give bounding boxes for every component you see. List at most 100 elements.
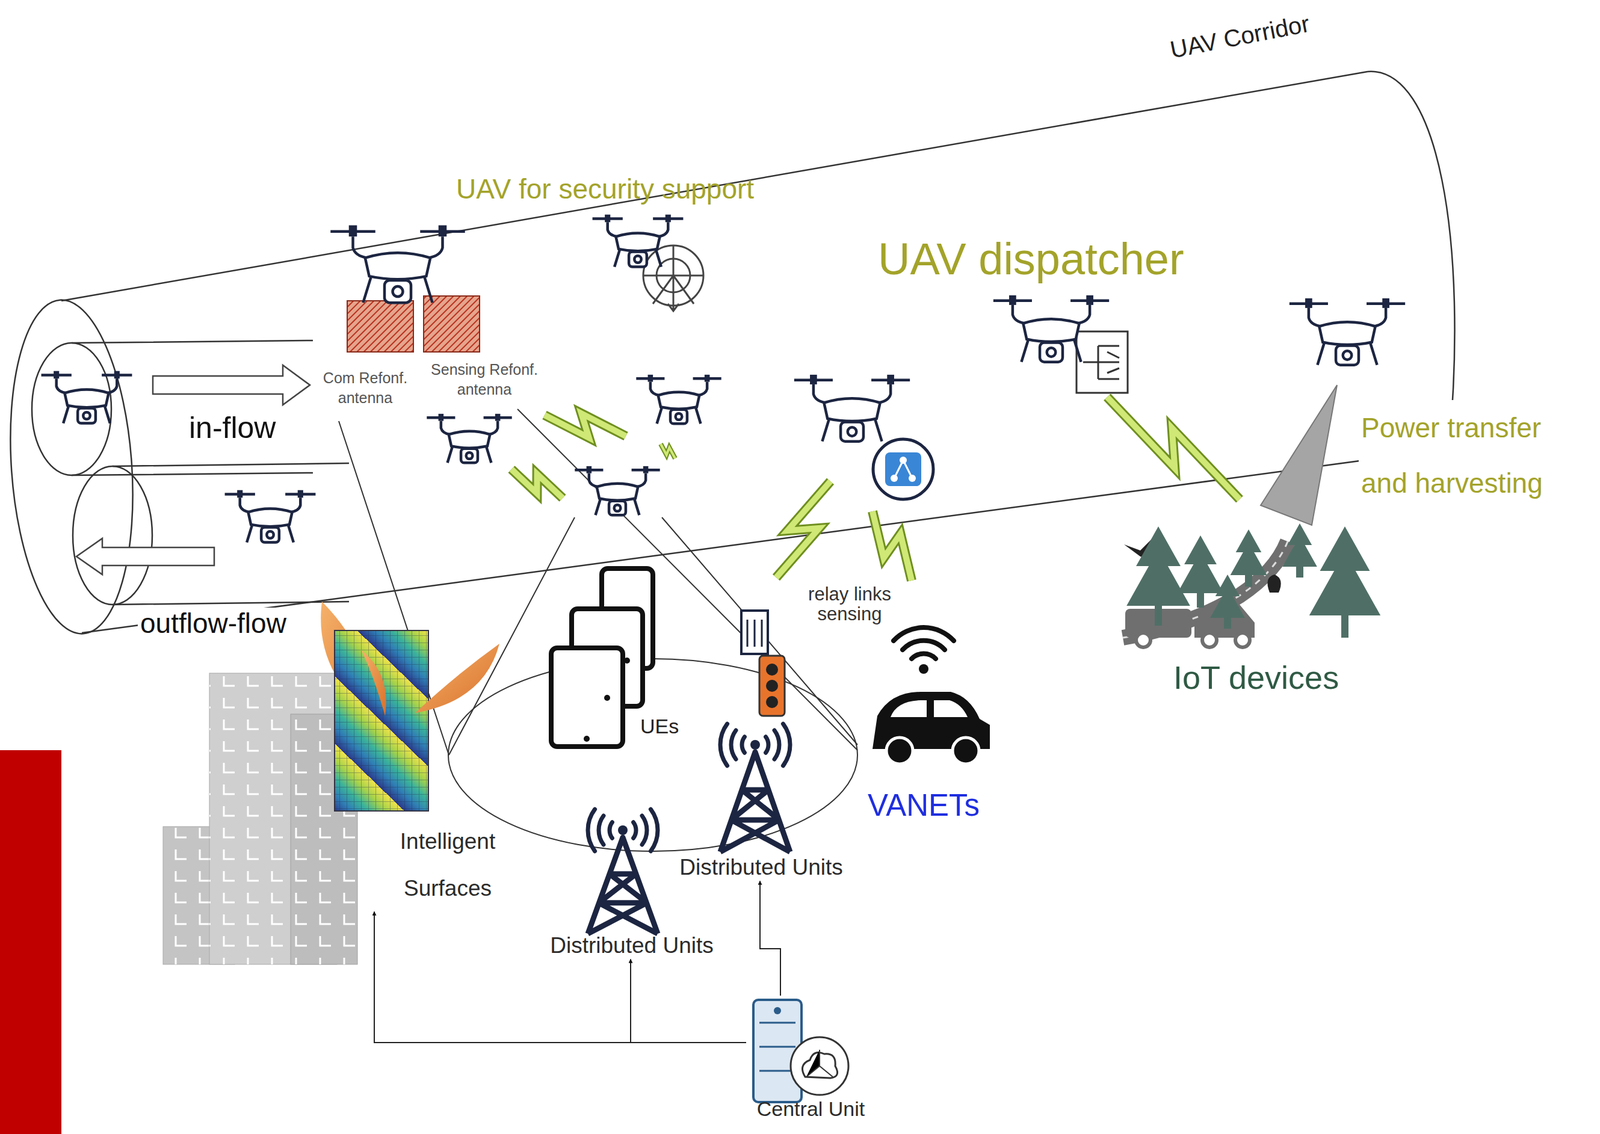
uav-icon (63, 405, 111, 424)
uav-icon (1343, 350, 1353, 360)
traffic-light-building (741, 610, 785, 717)
uav-icon (365, 252, 431, 280)
intelligent-surface-panel (320, 601, 500, 812)
node-label: Central Unit (746, 1098, 876, 1121)
city-buildings (163, 673, 358, 965)
security-reticle (643, 245, 704, 312)
uav-icon (658, 392, 700, 410)
vanet-car (886, 737, 913, 765)
uav-icon (634, 255, 641, 263)
uav-icon (1335, 345, 1359, 366)
uav-corridor-cylinder (61, 71, 1368, 301)
uav-icon (64, 389, 109, 408)
flow-tubes (31, 340, 350, 605)
uav-icon (614, 249, 662, 268)
sensing-antenna (423, 296, 480, 353)
uav-icon (586, 466, 593, 474)
diagram-label: Sensing Refonf. antenna (421, 359, 548, 399)
uav-icon (604, 214, 611, 223)
lightning-link (660, 444, 676, 459)
uav-icon (886, 374, 895, 385)
lightning-link (1107, 397, 1240, 500)
uav-icon (83, 412, 90, 419)
power-beam (1260, 385, 1338, 526)
flow-tubes (72, 466, 153, 605)
uav-icon (237, 490, 243, 499)
uav-icon (1039, 342, 1063, 363)
lightning-link (872, 511, 912, 581)
uav-icon (574, 466, 660, 516)
diagram-label: IoT devices (1173, 658, 1339, 697)
lightning-link (776, 481, 831, 578)
iot-scene (1235, 633, 1250, 648)
uav-icon (675, 413, 683, 421)
uav-icon (246, 524, 294, 543)
tree (1282, 523, 1318, 578)
cell-tower (720, 723, 791, 767)
diagram-label: Com Refonf. antenna (311, 368, 420, 408)
cell-tower (587, 809, 658, 852)
uav-icon (704, 374, 711, 383)
diagram-node: Intelligent Surfaces (334, 630, 516, 912)
uav-icon (460, 448, 478, 464)
uav-icon (615, 233, 660, 252)
diagram-label: Power transfer and harvesting (1358, 400, 1596, 511)
uav-icon (821, 418, 882, 442)
uav-icon (1318, 321, 1375, 345)
uav-icon (608, 501, 626, 516)
uav-icon (1009, 295, 1017, 306)
diagram-node: Distributed Units (664, 854, 859, 881)
icon-space (746, 995, 876, 1099)
diagram-label: VANETs (867, 788, 980, 824)
diagram-label: relay links sensing (793, 584, 907, 624)
uav-icon (636, 374, 721, 424)
uav-corridor-cylinder (0, 71, 1455, 639)
vanet-car (890, 700, 968, 718)
uav-icon (1022, 318, 1079, 342)
vanet-car (918, 664, 929, 674)
uav-icon (794, 374, 910, 442)
connector-arrow (374, 911, 747, 1043)
lightning-link (1107, 397, 1240, 500)
central-unit-icon (790, 1037, 849, 1096)
iot-scene (1267, 574, 1281, 593)
diagram-label: UAV dispatcher (877, 233, 1185, 285)
uav-corridor-cylinder (81, 448, 1449, 634)
flow-tubes (31, 342, 112, 476)
tree (1177, 535, 1224, 608)
uav-icon (993, 295, 1109, 363)
uav-icon (438, 413, 445, 422)
uav-icon (53, 371, 59, 380)
node-label: Distributed Units (534, 932, 729, 960)
network-badge (890, 474, 898, 482)
uav-icon (1289, 298, 1406, 366)
vanet-car (872, 627, 990, 765)
traffic-light-building (747, 619, 762, 647)
uav-icon (657, 406, 702, 424)
diagram-label: UAV for security support (456, 173, 754, 206)
uav-icon (266, 531, 274, 538)
diagram-label: UEs (640, 714, 679, 739)
cell-tower (587, 809, 658, 934)
network-badge (873, 439, 934, 500)
central-unit-icon (753, 1000, 849, 1103)
flow-tubes (112, 463, 350, 605)
cell-tower (720, 752, 791, 853)
uav-icon (261, 527, 280, 543)
tree (1309, 526, 1381, 638)
vanet-car (952, 737, 980, 765)
node-label: Intelligent Surfaces (381, 818, 514, 912)
security-reticle (643, 245, 704, 312)
ue-phones (551, 648, 623, 747)
uav-icon (41, 371, 133, 424)
uav-icon (596, 483, 639, 501)
uav-icon (1305, 298, 1313, 309)
dispatcher-box (1083, 345, 1120, 380)
lightning-link (776, 481, 831, 578)
traffic-light-building (741, 610, 768, 655)
dispatcher-box (1076, 331, 1128, 393)
uav-corridor-cylinder (1367, 71, 1455, 449)
uav-icon (592, 214, 684, 268)
